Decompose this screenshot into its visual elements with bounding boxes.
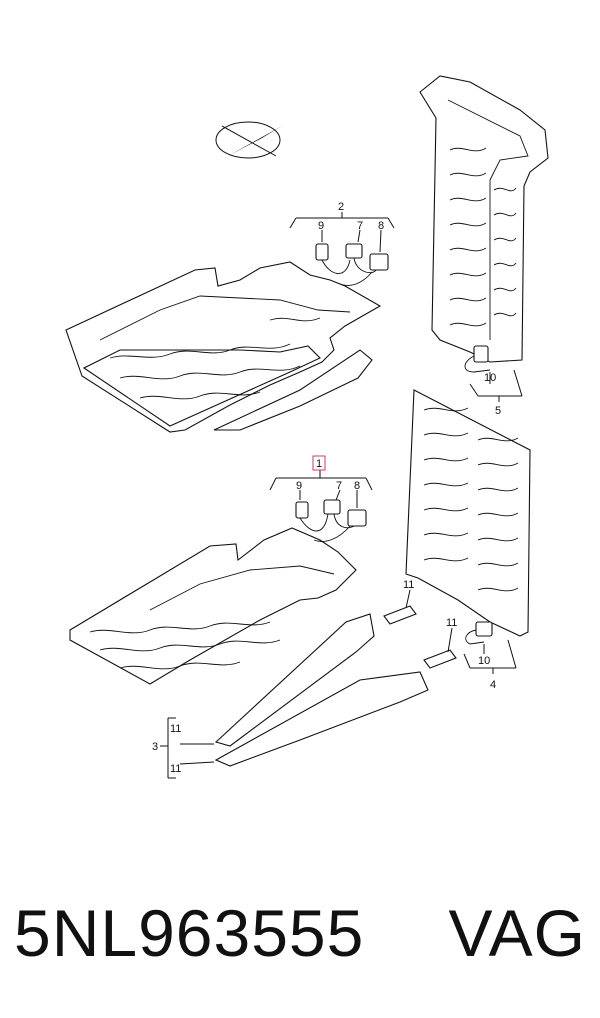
callout-11-a: 11 xyxy=(403,579,414,591)
backrest-heating-mat-lower xyxy=(405,389,531,674)
callout-2: 2 xyxy=(338,201,344,213)
backrest-heating-mat-upper xyxy=(419,75,549,402)
connector-group-upper xyxy=(289,212,395,286)
seat-heating-mat-upper xyxy=(65,261,382,433)
callout-11-b: 11 xyxy=(446,617,457,629)
trim-strips xyxy=(214,613,429,767)
callout-10-lower: 10 xyxy=(478,655,490,667)
callout-3: 3 xyxy=(152,741,158,753)
caption-bar: 5NL963555 VAG xyxy=(0,888,600,988)
seat-heating-mat-lower xyxy=(69,527,357,685)
callout-10-upper: 10 xyxy=(484,372,496,384)
bracket-callout-3 xyxy=(160,717,215,779)
callout-11-c: 11 xyxy=(170,723,181,735)
callout-8-lower: 8 xyxy=(354,480,360,492)
clip-parts xyxy=(383,589,457,669)
callout-5: 5 xyxy=(495,405,501,417)
callout-4: 4 xyxy=(490,679,496,691)
callout-9-lower: 9 xyxy=(296,480,302,492)
parts-diagram: 2 9 7 8 1 9 7 8 10 5 11 11 10 4 11 3 11 xyxy=(65,75,549,779)
callout-1-highlight xyxy=(312,455,326,471)
connector-group-lower xyxy=(269,470,373,542)
arrow-direction-icon xyxy=(215,121,282,159)
callout-1: 1 xyxy=(316,458,322,470)
callout-7-lower: 7 xyxy=(336,480,342,492)
callout-8-upper: 8 xyxy=(378,220,384,232)
callout-11-d: 11 xyxy=(170,763,181,775)
callout-9-upper: 9 xyxy=(318,220,324,232)
part-number: 5NL963555 xyxy=(14,896,365,970)
brand-name: VAG xyxy=(448,896,586,970)
callout-7-upper: 7 xyxy=(357,220,363,232)
